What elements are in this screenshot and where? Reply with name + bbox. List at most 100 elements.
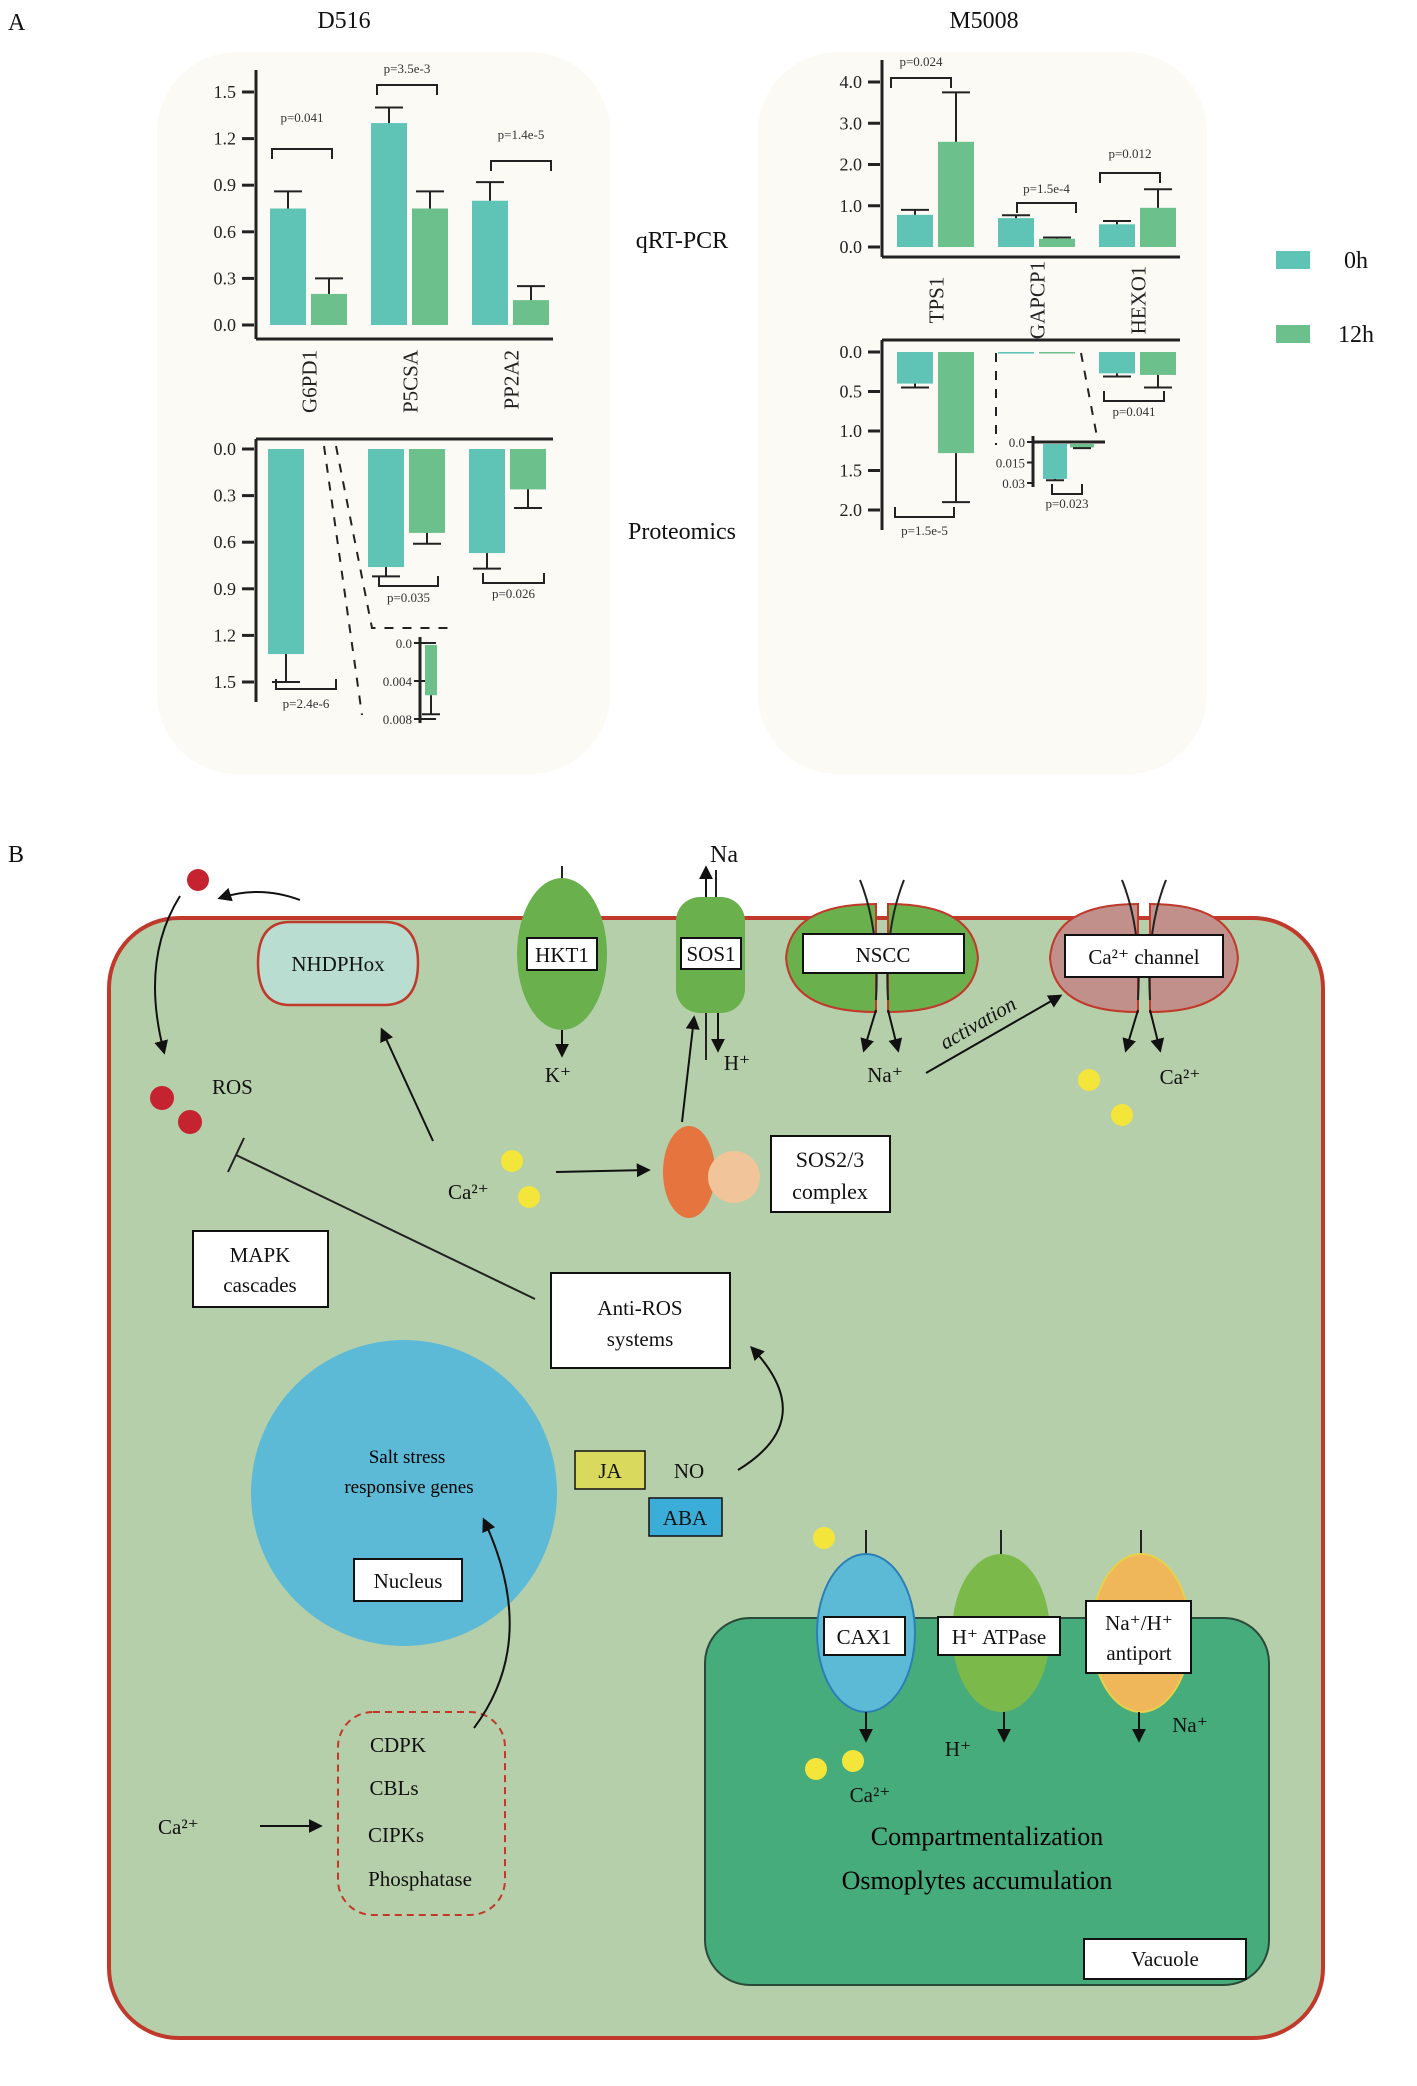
bar-g6pd1-0h [268,449,304,655]
calcium-ion [1078,1069,1100,1091]
na-efflux-label: Na [710,842,738,868]
mapk-label-line1: MAPK [230,1243,291,1267]
nucleus-label-box [353,1558,463,1602]
inset-tick-label: 0.0 [1009,435,1025,450]
p-value-label: p=0.026 [492,586,536,601]
calcium-sensors-group [337,1711,506,1916]
k-ion-label: K⁺ [545,1063,571,1087]
bar-pp2a2-0h [469,449,505,554]
y-tick-label: 0.9 [214,175,237,195]
y-tick-label: 1.0 [840,196,863,216]
category-label-hexo1: HEXO1 [1127,266,1151,335]
p-value-label: p=2.4e-6 [283,696,330,711]
calcium-ion [1111,1104,1133,1126]
panel-a-label: A [8,10,26,36]
p-value-label: p=0.035 [387,590,430,605]
ca-to-sos-arrow [555,1163,651,1178]
ja-box [574,1450,646,1490]
nscc-channel: NSCC Na⁺ [784,879,980,1087]
bar-hexo1-12h [1140,352,1176,375]
significance-bracket [482,573,545,584]
p-value-label: p=3.5e-3 [384,61,431,76]
bar-g6pd1-0h [270,208,306,325]
h-atpase-label: H⁺ ATPase [952,1625,1047,1649]
sos1-transporter: SOS1 Na H⁺ [676,842,750,1075]
p-value-label: p=0.023 [1045,496,1088,511]
y-tick-label: 0.0 [840,342,863,362]
nucleus-text-line2: responsive genes [344,1477,473,1498]
category-label-g6pd1: G6PD1 [298,350,322,413]
y-tick-label: 3.0 [840,113,863,133]
y-tick-label: 0.3 [214,486,237,506]
sensors-to-nucleus-arrow [473,1517,511,1729]
significance-bracket [894,507,955,518]
ca-influx-label: Ca²⁺ [1160,1065,1201,1089]
legend-label-12h: 12h [1338,322,1374,348]
sos23-box [770,1135,891,1213]
anti-ros-label-line1: Anti-ROS [597,1296,682,1320]
y-tick-label: 1.2 [214,625,237,645]
significance-bracket [275,679,337,690]
y-tick-label: 1.0 [840,421,863,441]
sensor-phosphatase: Phosphatase [368,1867,472,1891]
y-tick-label: 2.0 [840,500,863,520]
compartmentalization-text: Compartmentalization [871,1822,1104,1851]
antiport-label-line1: Na⁺/H⁺ [1105,1611,1173,1635]
y-tick-label: 0.0 [214,315,237,335]
significance-bracket [1099,172,1161,183]
nhdphox: NHDPHox [256,920,420,1007]
significance-bracket [378,576,439,587]
ros-label: ROS [212,1075,253,1099]
inset-tick-label: 0.03 [1002,476,1025,491]
ros-molecule [150,1086,174,1110]
osmolytes-text: Osmoplytes accumulation [842,1866,1113,1895]
vacuole-na-label: Na⁺ [1172,1713,1208,1737]
category-label-tps1: TPS1 [925,277,949,324]
sensor-cipks: CIPKs [368,1823,424,1847]
proteomics-row-label: Proteomics [628,519,736,545]
y-tick-label: 0.6 [214,222,237,242]
anti-ros-box [550,1272,731,1369]
aba-label: ABA [663,1506,708,1530]
calcium-channel: Ca²⁺ channel Ca²⁺ [1048,879,1240,1126]
hkt1-transporter: HKT1 K⁺ [517,866,607,1087]
y-tick-label: 0.6 [214,532,237,552]
inset-tick-label: 0.004 [383,674,413,689]
legend-label-0h: 0h [1344,248,1368,274]
bar-p5csa-12h [412,208,448,325]
vacuole-ca-label: Ca²⁺ [850,1783,891,1807]
y-tick-label: 1.5 [214,672,237,692]
legend-swatch-12h [1276,325,1310,343]
panel-b-label: B [8,842,24,868]
calcium-ion [501,1150,523,1172]
ca-to-nhdphox-arrow [380,1027,434,1142]
significance-bracket [1103,391,1165,402]
nhdphox-label: NHDPHox [291,952,385,976]
bar-tps1-0h [897,214,933,247]
legend: 0h 12h [1276,248,1374,348]
category-label-gapcp1: GAPCP1 [1026,261,1050,339]
p-value-label: p=0.024 [899,54,943,69]
ca-sos-label: Ca²⁺ [448,1180,489,1204]
hkt1-label: HKT1 [535,943,589,967]
y-tick-label: 2.0 [840,155,863,175]
y-tick-label: 1.2 [214,129,237,149]
bar-gapcp1-0h [998,352,1034,354]
na-influx-label: Na⁺ [867,1063,903,1087]
ros-cycle: ROS [150,869,301,1134]
hormones-to-anti-ros-arrow [737,1345,784,1471]
bar-tps1-0h [897,352,933,384]
nscc-label: NSCC [856,943,911,967]
mapk-label-line2: cascades [223,1273,296,1297]
inset-tick-label: 0.015 [996,456,1025,471]
bar-gapcp1-12h [1039,238,1075,247]
vacuole-h-label: H⁺ [945,1737,971,1761]
bar-hexo1-12h [1140,207,1176,247]
sos23-label-line2: complex [792,1179,868,1204]
anti-ros-label-line2: systems [607,1327,674,1351]
inset-tick-label: 0.008 [383,712,412,727]
